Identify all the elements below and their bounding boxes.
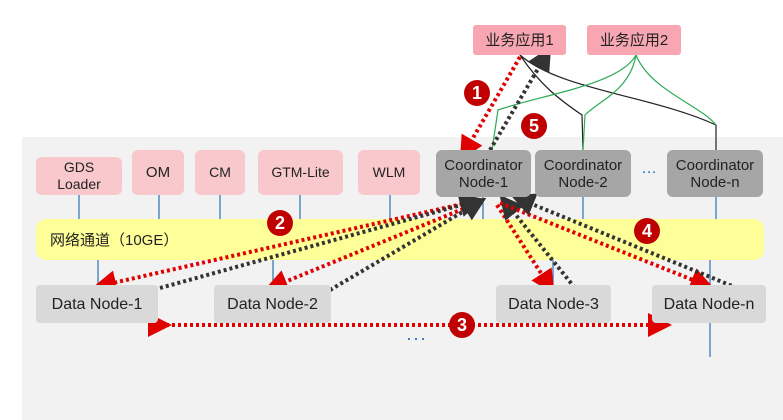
- return-arrow-dnn: [510, 193, 738, 290]
- data-node-n: Data Node-n: [652, 285, 766, 323]
- coordinator-node-1: Coordinator Node-1: [436, 150, 531, 197]
- step-badge-2: 2: [267, 210, 293, 236]
- data-node-2: Data Node-2: [214, 285, 331, 323]
- step5-arrow: [488, 46, 552, 152]
- step-badge-3: 3: [449, 312, 475, 338]
- data-node-1: Data Node-1: [36, 285, 158, 323]
- component-wlm: WLM: [358, 150, 420, 195]
- component-cm: CM: [195, 150, 245, 195]
- return-arrow-dn2: [328, 197, 487, 292]
- arrow-dn3: [495, 203, 555, 295]
- step-badge-1: 1: [464, 80, 490, 106]
- coordinator-ellipsis: …: [641, 160, 658, 177]
- return-arrow-dn3: [499, 194, 577, 290]
- coordinator-node-n: Coordinator Node-n: [667, 150, 763, 197]
- app2-links: [491, 54, 717, 151]
- step-badge-4: 4: [634, 218, 660, 244]
- business-app-1: 业务应用1: [473, 25, 566, 55]
- return-arrow-dn1: [159, 193, 484, 290]
- component-om: OM: [132, 150, 184, 195]
- arrow-dnn: [499, 201, 715, 291]
- step-badge-5: 5: [521, 113, 547, 139]
- network-channel-label: 网络通道（10GE）: [50, 232, 179, 249]
- step2-arrow-dn1: [92, 198, 481, 295]
- business-app-2: 业务应用2: [587, 25, 681, 55]
- data-node-3: Data Node-3: [496, 285, 611, 323]
- component-gtm-lite: GTM-Lite: [258, 150, 343, 195]
- step2-arrow-dn2: [263, 200, 481, 293]
- component-gds-loader: GDS Loader: [36, 157, 122, 195]
- coordinator-node-2: Coordinator Node-2: [535, 150, 631, 197]
- data-node-ellipsis: ···: [406, 328, 427, 348]
